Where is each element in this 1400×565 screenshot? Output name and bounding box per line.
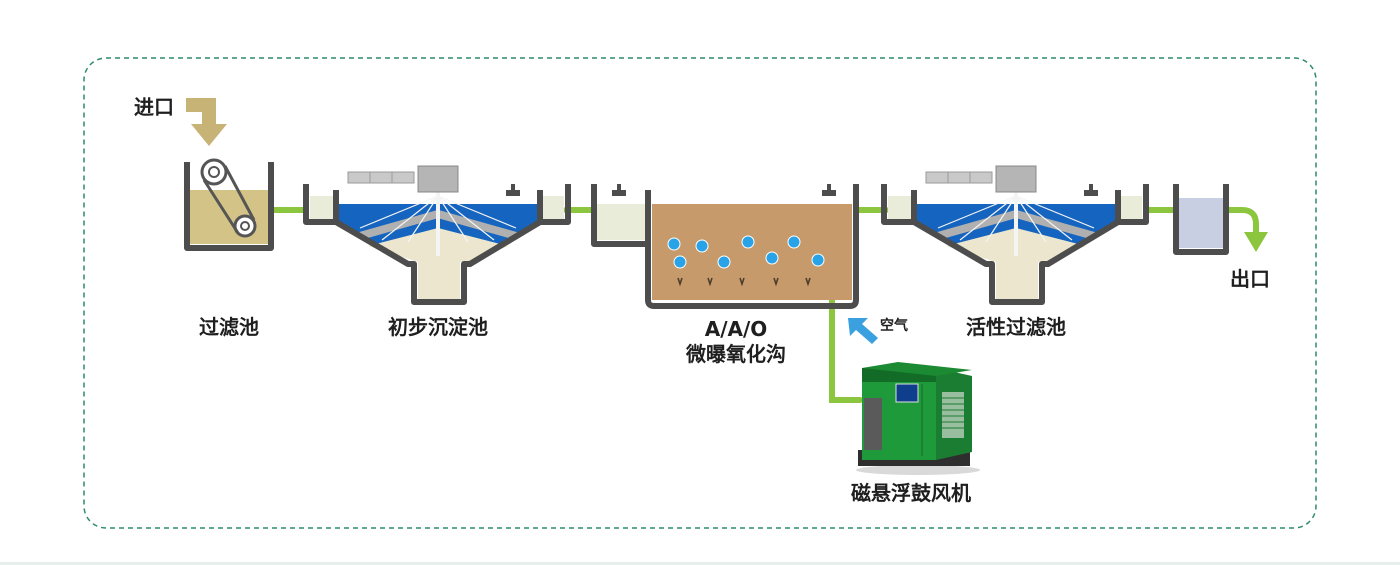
filter-tank [184,158,274,251]
outlet-label: 出口 [1230,267,1270,291]
air-arrow-icon [848,318,878,344]
filter-roller-top [200,158,228,186]
activated-filter-tank [881,165,1149,305]
blower-label: 磁悬浮鼓风机 [851,481,971,505]
aao-label-line2: 微曝氧化沟 [686,342,786,366]
air-label: 空气 [880,318,908,334]
aeration-bubbles [667,235,825,269]
inlet-arrow [186,98,227,146]
outlet-arrowhead [1244,232,1268,252]
filter-tank-label: 过滤池 [199,315,259,339]
outlet-tank [1173,184,1229,255]
primary-clarifier [303,165,571,305]
aao-oxidation-ditch [591,184,859,309]
primary-clarifier-label: 初步沉淀池 [388,315,488,339]
maglev-blower [856,362,980,475]
bottom-strip [0,562,1400,565]
activated-filter-label: 活性过滤池 [966,315,1066,339]
diffusers [677,277,811,287]
pipe-outlet-arrow [1223,207,1259,239]
inlet-label: 进口 [134,95,174,119]
aao-label-line1: A/A/O [704,317,768,341]
diagram-frame [83,57,1317,529]
